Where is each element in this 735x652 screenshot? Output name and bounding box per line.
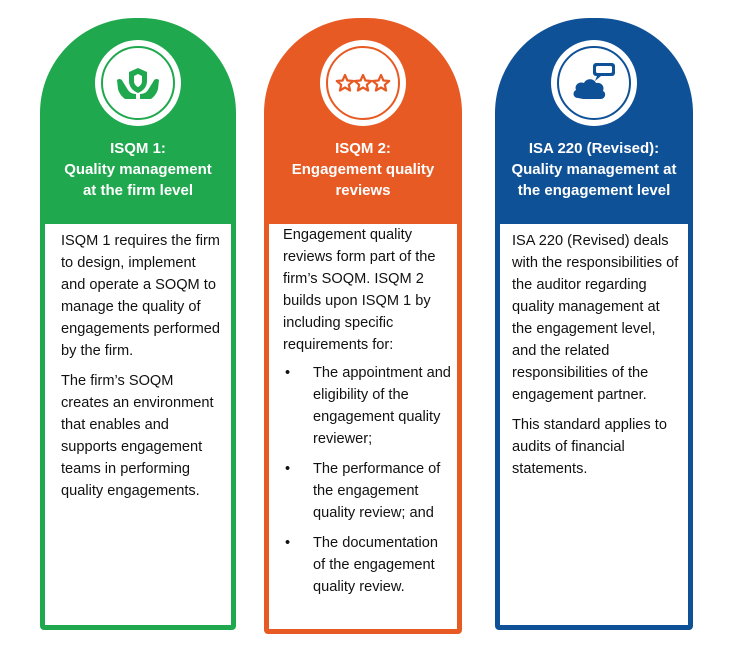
isqm1-paragraph: The firm’s SOQM creates an environment t…	[61, 373, 214, 499]
isqm2-card: ISQM 2: Engagement quality reviews Engag…	[264, 18, 462, 634]
bullet-icon: •	[285, 535, 291, 551]
bullet-text: The documentation of the engagement qual…	[313, 535, 438, 595]
isqm1-title-line3: at the firm level	[82, 182, 194, 199]
isqm1-paragraph: ISQM 1 requires the firm to design, impl…	[61, 233, 221, 359]
isa220-icon-badge	[551, 40, 637, 126]
isa220-title-line1: ISA 220 (Revised):	[528, 140, 660, 157]
list-item: • The appointment and eligibility of the…	[283, 362, 451, 450]
speech-bubble-person-icon	[557, 46, 631, 120]
bullet-icon: •	[285, 365, 291, 381]
isqm2-title-line2: Engagement quality	[291, 161, 435, 178]
bullet-text: The performance of the engagement qualit…	[313, 461, 441, 521]
isqm2-icon-badge	[320, 40, 406, 126]
isqm1-body: ISQM 1 requires the firm to design, impl…	[45, 224, 231, 625]
isqm2-title: ISQM 2: Engagement quality reviews	[264, 138, 462, 201]
isqm2-title-line3: reviews	[335, 182, 391, 199]
isqm2-intro: Engagement quality reviews form part of …	[283, 227, 436, 353]
isa220-title: ISA 220 (Revised): Quality management at…	[495, 138, 693, 201]
bullet-text: The appointment and eligibility of the e…	[313, 365, 451, 447]
isa220-card: ISA 220 (Revised): Quality management at…	[495, 18, 693, 630]
isa220-paragraph: This standard applies to audits of finan…	[512, 417, 667, 477]
isqm2-body: Engagement quality reviews form part of …	[269, 224, 457, 629]
isqm2-title-line1: ISQM 2:	[335, 140, 391, 157]
isqm1-title-line1: ISQM 1:	[110, 140, 166, 157]
list-item: • The documentation of the engagement qu…	[283, 532, 451, 598]
isqm1-icon-badge	[95, 40, 181, 126]
isa220-title-line2: Quality management at	[511, 161, 677, 178]
hands-holding-shield-icon	[101, 46, 175, 120]
isqm2-bullet-list: • The appointment and eligibility of the…	[283, 362, 451, 598]
three-stars-icon	[326, 46, 400, 120]
isa220-title-line3: the engagement level	[517, 182, 671, 199]
isa220-paragraph: ISA 220 (Revised) deals with the respons…	[512, 233, 679, 403]
isqm1-title: ISQM 1: Quality management at the firm l…	[40, 138, 236, 201]
isa220-body: ISA 220 (Revised) deals with the respons…	[500, 224, 688, 625]
isqm1-title-line2: Quality management	[64, 161, 212, 178]
list-item: • The performance of the engagement qual…	[283, 458, 451, 524]
isqm1-card: ISQM 1: Quality management at the firm l…	[40, 18, 236, 630]
bullet-icon: •	[285, 461, 291, 477]
